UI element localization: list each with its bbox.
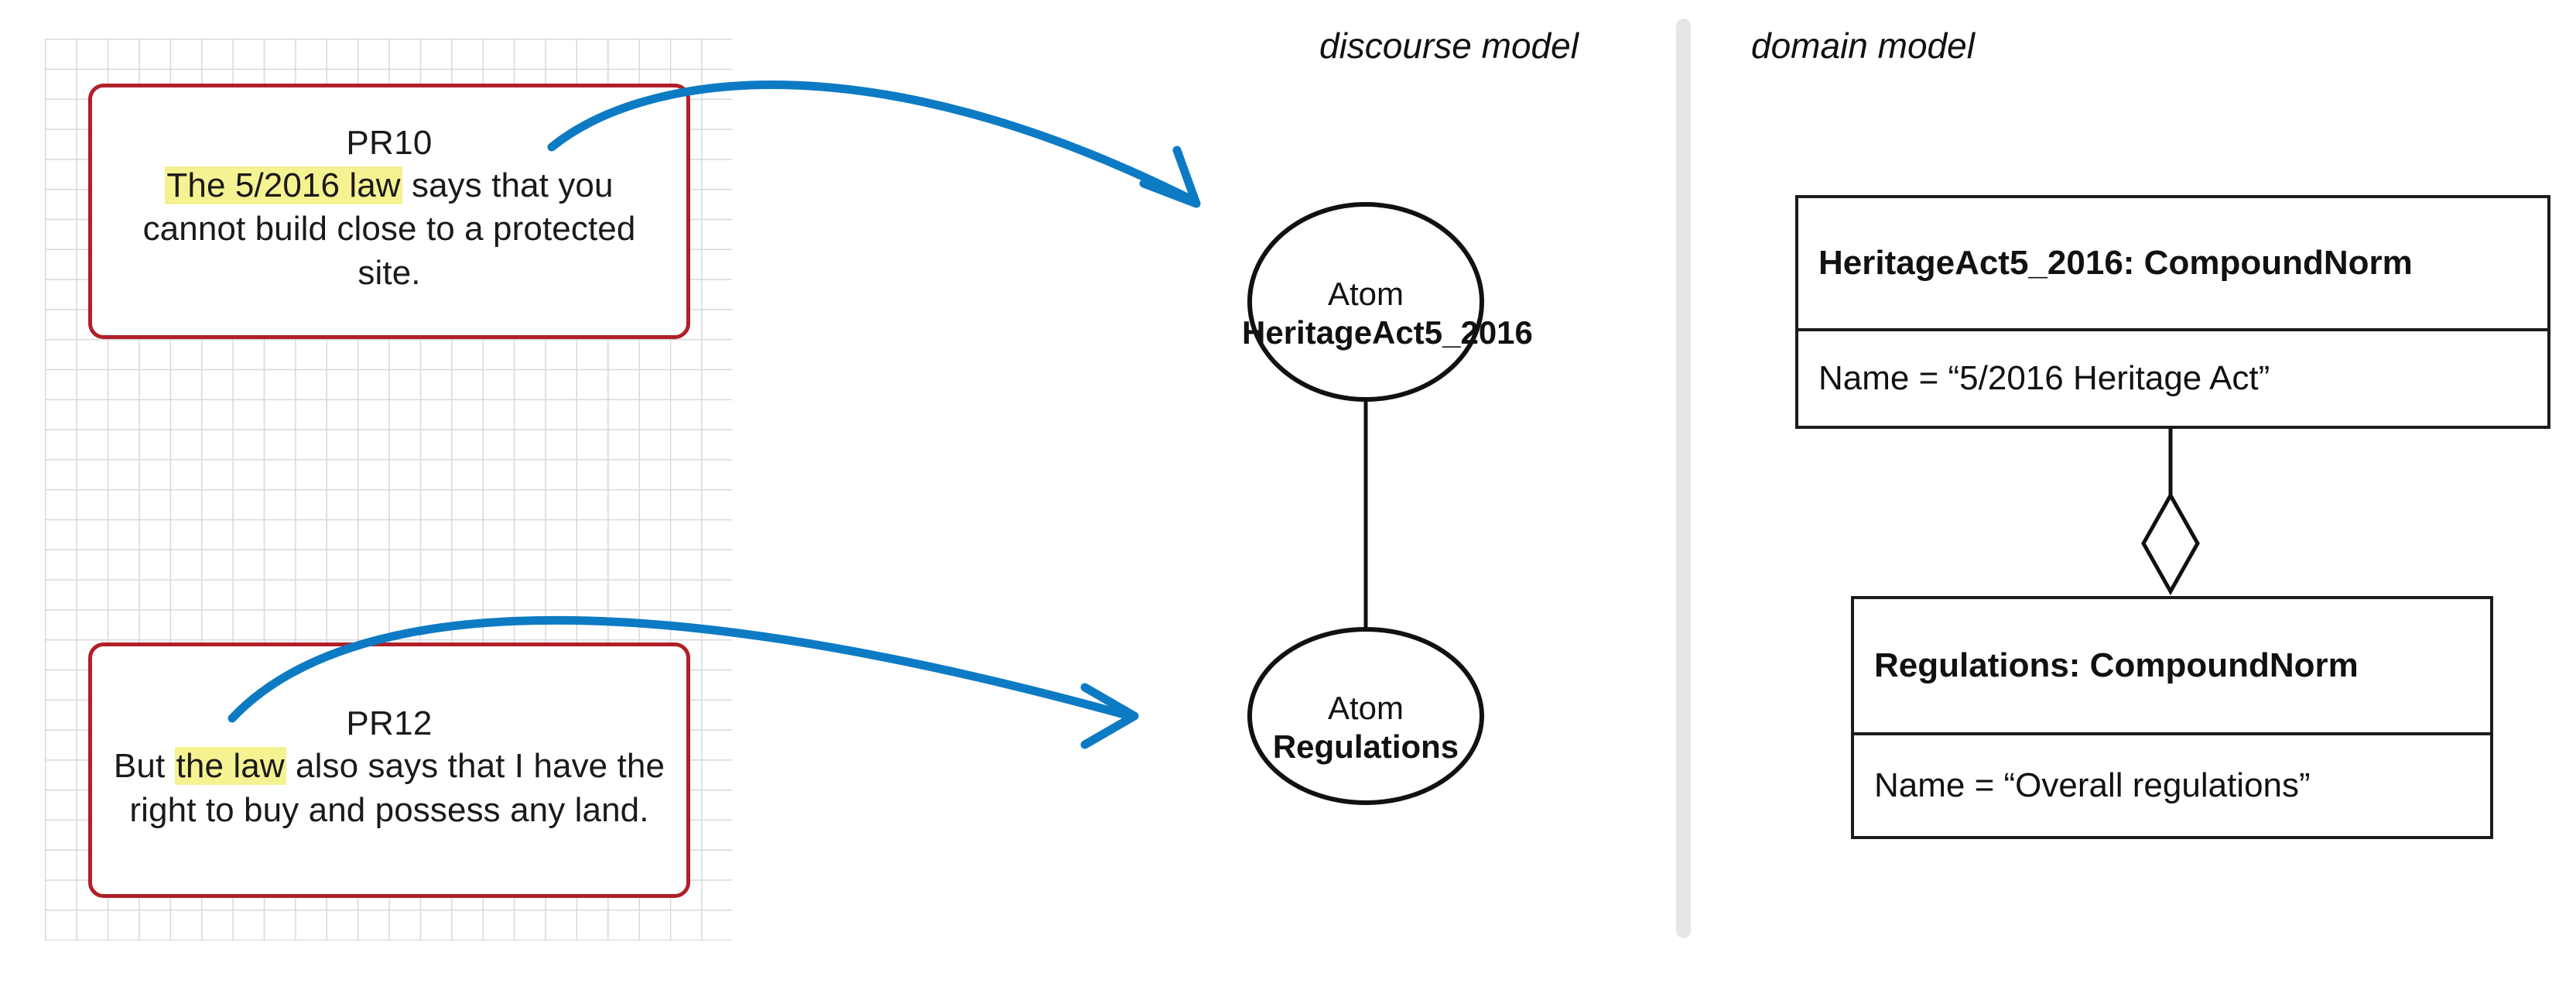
pr12-text: But the law also says that I have the ri… (109, 745, 669, 832)
pr12-lead-text: But (113, 747, 175, 786)
pr10-text: The 5/2016 law says that you cannot buil… (109, 164, 669, 295)
discourse-unit-pr10[interactable]: PR10 The 5/2016 law says that you cannot… (88, 84, 690, 339)
aggregation-diamond-icon (2141, 491, 2200, 596)
atom-node-heritageact-label: Atom HeritageAct5_2016 (1242, 275, 1533, 351)
pr12-id-label: PR12 (346, 704, 433, 743)
atom-kind-label-1: Atom (1327, 276, 1404, 312)
uml-object-regulations[interactable]: Regulations: CompoundNorm Name = “Overal… (1851, 596, 2493, 839)
domain-model-caption: domain model (1751, 26, 1975, 66)
pr10-id-label: PR10 (346, 124, 433, 163)
uml-object-regulations-attribute: Name = “Overall regulations” (1874, 766, 2311, 804)
uml-object-heritageact-header: HeritageAct5_2016: CompoundNorm (1798, 198, 2547, 331)
pr12-rest-text: also says that I have the right to buy a… (129, 747, 665, 829)
discourse-model-caption: discourse model (1319, 26, 1579, 66)
pr10-highlighted-span: The 5/2016 law (165, 166, 402, 205)
panel-divider (1676, 19, 1691, 938)
uml-object-regulations-header: Regulations: CompoundNorm (1854, 599, 2490, 735)
atom-name-label-1: HeritageAct5_2016 (1242, 313, 1533, 351)
uml-object-heritageact[interactable]: HeritageAct5_2016: CompoundNorm Name = “… (1795, 195, 2550, 429)
aggregation-connector (2141, 429, 2200, 596)
atom-node-regulations-label: Atom Regulations (1242, 689, 1490, 766)
discourse-unit-pr12[interactable]: PR12 But the law also says that I have t… (88, 642, 690, 898)
pr12-highlighted-span: the law (174, 747, 286, 786)
atom-kind-label-2: Atom (1327, 690, 1404, 726)
atom-name-label-2: Regulations (1272, 728, 1459, 765)
uml-object-heritageact-attribute: Name = “5/2016 Heritage Act” (1818, 359, 2270, 397)
